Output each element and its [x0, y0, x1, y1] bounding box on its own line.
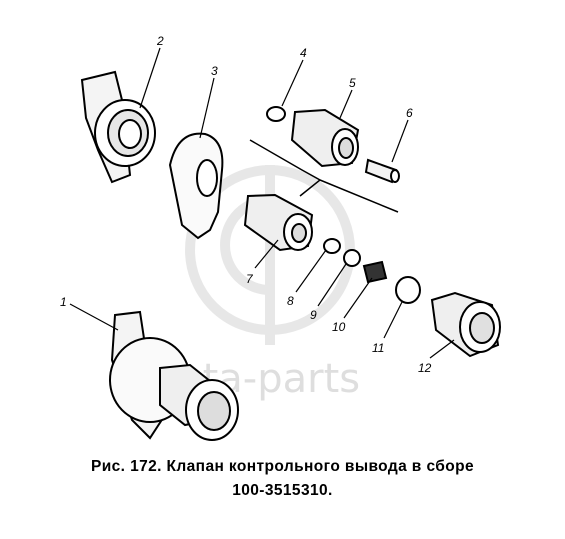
leader-5: [339, 89, 353, 119]
caption-line-1: Рис. 172. Клапан контрольного вывода в с…: [90, 458, 474, 475]
leader-10: [343, 277, 373, 319]
figure-caption: Рис. 172. Клапан контрольного вывода в с…: [20, 455, 545, 503]
callout-7: 7: [246, 272, 254, 286]
part-11-ring: [395, 276, 421, 304]
callout-8: 8: [287, 294, 294, 308]
callout-3: 3: [211, 64, 218, 78]
part-3-gasket: [168, 132, 224, 240]
leader-7: [254, 239, 279, 269]
callout-9: 9: [310, 308, 317, 322]
leader-4: [281, 59, 304, 107]
part-10-spring: [362, 260, 388, 284]
caption-line-2: 100-3515310.: [232, 482, 333, 499]
callout-6: 6: [406, 106, 413, 120]
callout-4: 4: [300, 46, 307, 60]
leader-2: [139, 47, 161, 109]
leader-3: [199, 77, 215, 139]
part-8-washer: [323, 238, 341, 254]
group-bracket: [249, 139, 399, 213]
callout-2: 2: [156, 34, 164, 48]
callout-5: 5: [349, 76, 356, 90]
leader-1: [69, 303, 119, 331]
leader-6: [391, 119, 409, 163]
leader-9: [317, 263, 347, 307]
part-6-pin: [364, 158, 400, 184]
callout-12: 12: [418, 361, 432, 375]
part-2-handle: [80, 70, 156, 184]
leader-12: [429, 339, 455, 359]
leader-11: [383, 301, 403, 339]
part-4-washer: [266, 106, 286, 122]
part-7-fitting: [243, 193, 314, 252]
callout-10: 10: [332, 320, 346, 334]
part-5-union-nut: [290, 108, 360, 168]
leader-8: [295, 249, 327, 293]
callout-11: 11: [372, 341, 384, 355]
part-12-threaded-fitting: [430, 291, 501, 358]
part-1-assembled-valve: [109, 310, 239, 441]
part-9-washer: [343, 249, 361, 267]
callout-1: 1: [60, 295, 67, 309]
